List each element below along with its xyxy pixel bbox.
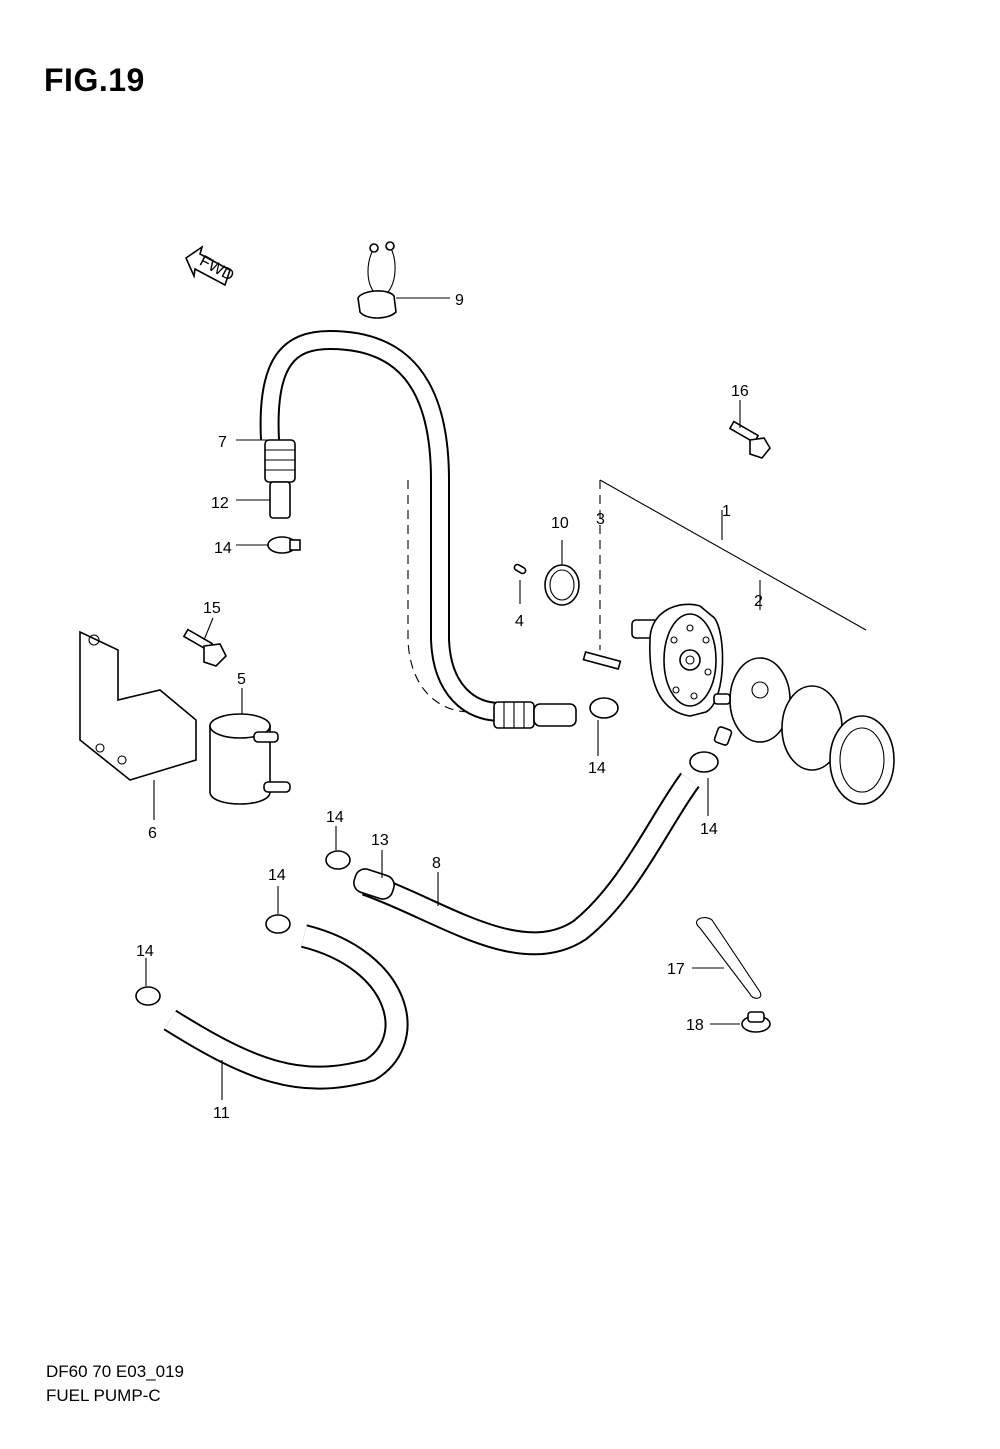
callout-18: 18	[686, 1017, 704, 1034]
clamp-part-14-top	[267, 536, 301, 554]
bracket-part-6	[79, 630, 197, 781]
model-code: DF60 70 E03_019	[46, 1362, 184, 1381]
callout-7: 7	[218, 434, 227, 451]
hose-part-8	[353, 772, 700, 956]
callout-3: 3	[596, 511, 605, 528]
callout-16: 16	[731, 383, 749, 400]
callout-14-right: 14	[700, 821, 718, 838]
callout-14-mid: 14	[326, 809, 344, 826]
figure-title: FIG.19	[44, 62, 145, 98]
clamp-part-14-mid	[325, 850, 351, 870]
clip-part-9	[357, 241, 397, 319]
leader-lines	[145, 297, 867, 1100]
callout-4: 4	[515, 613, 524, 630]
callout-15: 15	[203, 600, 221, 617]
callout-5: 5	[237, 671, 246, 688]
callouts: 1 2 3 4 5 6 7 8 9 10 11 12 13 14 14 14 1…	[136, 292, 763, 1122]
fwd-arrow-icon: FWD	[184, 245, 237, 287]
clamp-part-14-right	[689, 751, 719, 773]
callout-9: 9	[455, 292, 464, 309]
bolt-part-15	[182, 628, 227, 667]
clip-part-17	[696, 917, 762, 999]
callout-10: 10	[551, 515, 569, 532]
fuel-pump-assembly-part-1	[582, 603, 724, 717]
figure-footer: DF60 70 E03_019 FUEL PUMP-C	[46, 1360, 184, 1408]
pin-part-4	[513, 563, 527, 575]
callout-14-pump: 14	[588, 760, 606, 777]
callout-1: 1	[722, 503, 731, 520]
callout-14-lower: 14	[268, 867, 286, 884]
callout-2: 2	[754, 593, 763, 610]
callout-11: 11	[213, 1105, 230, 1122]
callout-6: 6	[148, 825, 157, 842]
hose-part-7	[259, 329, 577, 729]
callout-17: 17	[667, 961, 685, 978]
clamp-part-14-left	[135, 986, 161, 1006]
callout-12: 12	[211, 495, 229, 512]
clamp-part-14-lower	[265, 914, 291, 934]
callout-14-top: 14	[214, 540, 232, 557]
clamp-part-14-pump	[589, 697, 619, 719]
grommet-part-18	[741, 1011, 771, 1033]
hose-part-11	[163, 924, 409, 1090]
bolt-part-16	[728, 420, 771, 459]
figure-caption: FUEL PUMP-C	[46, 1386, 161, 1405]
fuel-filter-part-5	[209, 713, 291, 805]
callout-8: 8	[432, 855, 441, 872]
pump-cover-part-2	[713, 657, 791, 746]
callout-14-left: 14	[136, 943, 154, 960]
callout-13: 13	[371, 832, 389, 849]
